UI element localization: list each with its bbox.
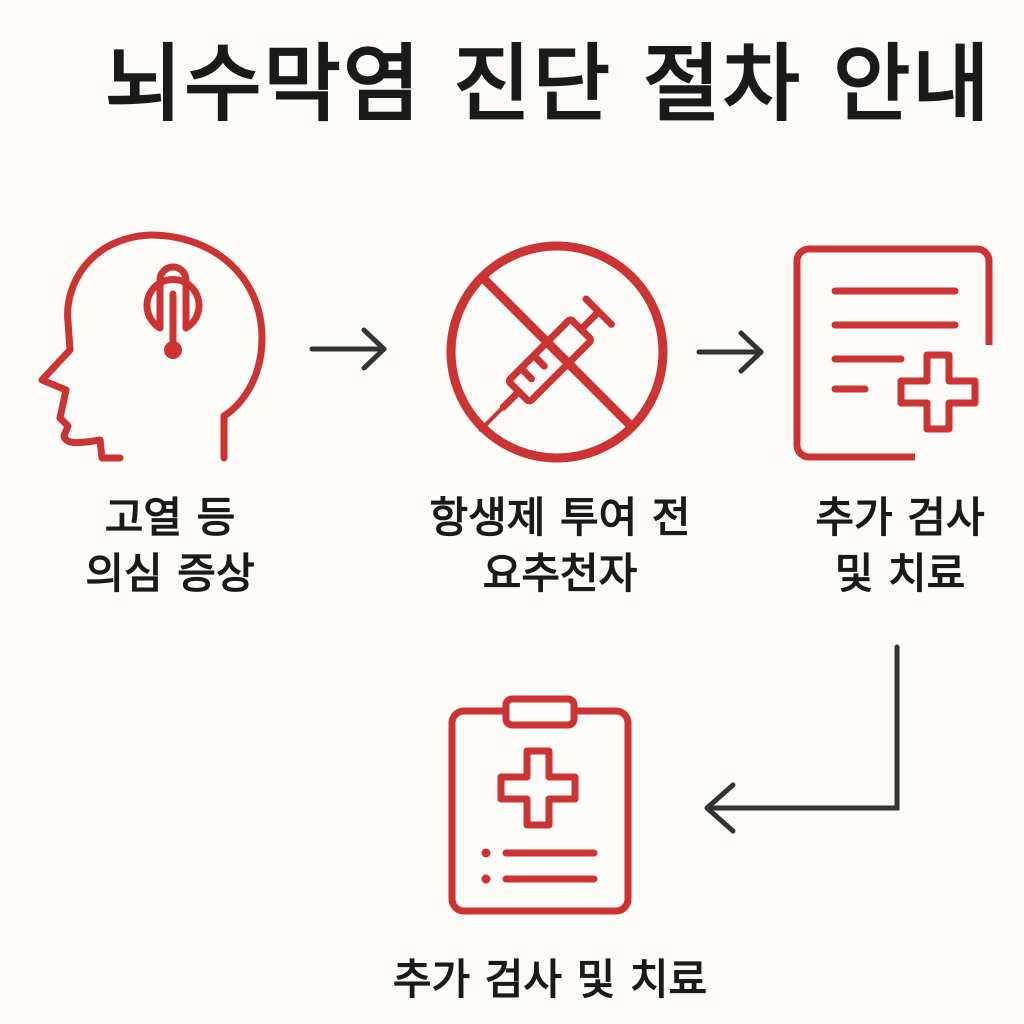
arrow-right-icon	[309, 327, 390, 371]
label-line: 고열 등	[104, 493, 236, 542]
arrow-right-icon	[696, 330, 767, 374]
label-line: 항생제 투여 전	[429, 493, 691, 542]
label-line: 및 치료	[834, 549, 966, 598]
label-line: 요추천자	[482, 549, 638, 598]
page-title: 뇌수막염 진단 절차 안내	[105, 35, 992, 133]
medical-report-icon	[793, 245, 995, 465]
step-4-label: 추가 검사 및 치료	[320, 952, 780, 1008]
label-line: 의심 증상	[85, 549, 255, 598]
head-thermometer-icon	[38, 230, 270, 465]
medical-clipboard-icon	[448, 695, 633, 917]
elbow-arrow-icon	[695, 644, 905, 840]
label-line: 추가 검사	[815, 493, 985, 542]
no-syringe-icon	[440, 235, 675, 470]
step-3-label: 추가 검사 및 치료	[790, 490, 1010, 602]
step-2-label: 항생제 투여 전 요추천자	[390, 490, 730, 602]
step-1-label: 고열 등 의심 증상	[40, 490, 300, 602]
label-line: 추가 검사 및 치료	[392, 955, 708, 1004]
